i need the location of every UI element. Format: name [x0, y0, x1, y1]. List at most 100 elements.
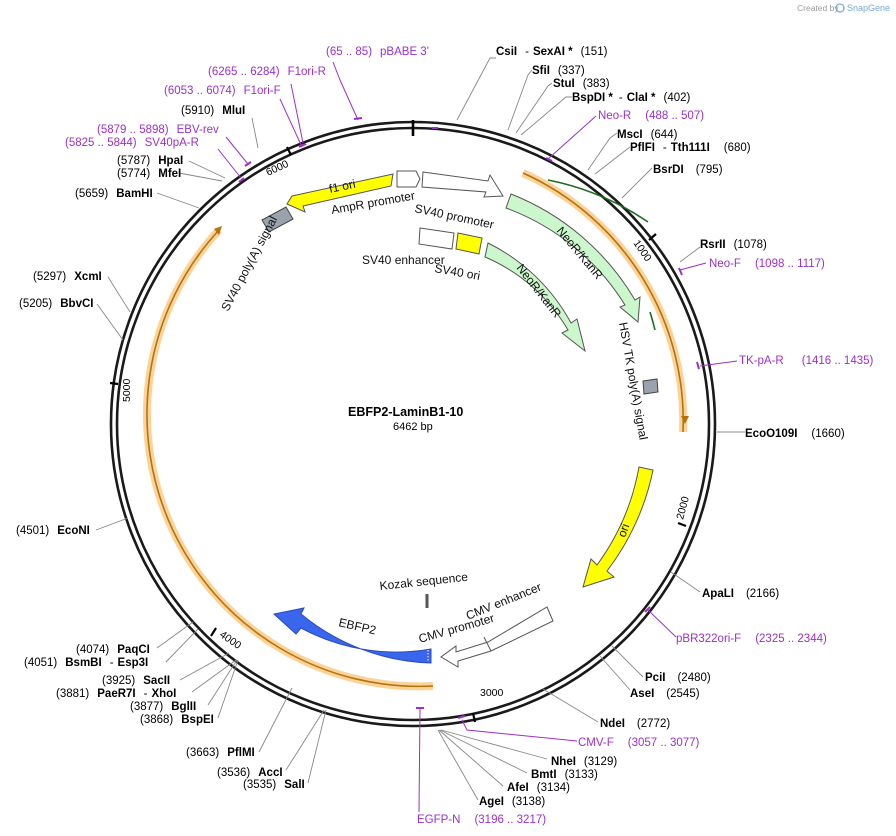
sv40-ori-label: SV40 ori: [433, 261, 481, 283]
sv40-enhancer-label: SV40 enhancer: [362, 253, 445, 267]
enzyme-paer7i: (3881)PaeR7I-XhoI: [56, 688, 176, 700]
neor-green-line-2: [649, 311, 656, 331]
tick-2000: [677, 521, 687, 528]
enzyme-bamhi: (5659)BamHI: [75, 188, 153, 200]
leader-ndei: [542, 688, 599, 723]
enzyme-afei: AfeI(3134): [507, 782, 570, 794]
enzyme-bspei: (3868)BspEI: [140, 714, 214, 726]
primer-neo-r: Neo-R(488 .. 507): [598, 110, 704, 122]
snapgene-brand: SnapGene: [847, 3, 890, 13]
sv40-promoter-label: SV40 promoter: [413, 201, 495, 231]
neor-kanr-label-inner: NeoR/KanR: [514, 261, 565, 320]
primer-line-egfp-n: [418, 707, 421, 813]
orf-arc-1-arrowhead: [681, 416, 689, 424]
sv40-promoter-arrow: [421, 171, 504, 198]
leader-stui: [515, 82, 553, 134]
leader-paqci: [156, 621, 194, 649]
leader-bmti: [439, 729, 528, 774]
enzyme-acci: (3536)AccI: [217, 767, 283, 779]
ebfp2-arrow: [272, 607, 432, 664]
tick-label-2000: 2000: [674, 495, 692, 521]
primer-line-f1ori-f: [279, 98, 303, 148]
enzyme-sacii: (3925)SacII: [102, 675, 170, 687]
primer-line-neo-r: [547, 115, 597, 160]
leader-pcii: [611, 645, 644, 678]
primer-pbr322ori-f: pBR322ori-F(2325 .. 2344): [676, 633, 827, 645]
primer-marks: [238, 117, 700, 719]
enzyme-xcmi: (5297)XcmI: [33, 271, 102, 283]
primer-mark-tk-pa-r: [696, 361, 700, 370]
tick-4000: [210, 627, 217, 637]
leader-bsmbi: [165, 628, 199, 663]
leader-bspdi: [520, 96, 572, 136]
orf-arc-1: [522, 172, 685, 433]
leader-mfei: [178, 172, 223, 182]
created-by-label: Created by: [797, 3, 839, 13]
orf-arcs: [143, 169, 689, 691]
cmv-enhancer-promoter-arrow: [440, 606, 554, 668]
leader-sali: [307, 709, 327, 784]
primer-pbabe3: (65 .. 85)pBABE 3': [326, 46, 429, 58]
tick-1000: [648, 233, 657, 241]
enzyme-bspdi: BspDI *-ClaI *(402): [572, 92, 691, 104]
enzyme-rsrii: RsrII(1078): [700, 239, 767, 251]
neor-kanr-arrow-inner: [484, 242, 586, 353]
primer-mark-f1ori: [298, 143, 307, 148]
enzyme-pflmi: (3663)PflMI: [186, 747, 255, 759]
sv40-polya-box: [261, 206, 294, 233]
primer-lines: [217, 61, 738, 813]
enzyme-apali: ApaLI(2166): [702, 588, 779, 600]
primer-mark-ebv: [244, 161, 252, 167]
leader-apali: [670, 571, 701, 593]
primer-sv40pa-r: (5825 .. 5844)SV40pA-R: [65, 137, 199, 149]
enzyme-mfei: (5774)MfeI: [117, 168, 181, 180]
enzyme-hpai: (5787)HpaI: [117, 155, 183, 167]
enzyme-sali: (3535)SalI: [243, 779, 305, 791]
tick-6000: [286, 146, 292, 156]
leader-bbvci: [96, 303, 124, 341]
tick-5000: [109, 381, 119, 386]
sv40-polya-label: SV40 poly(A) signal: [218, 214, 280, 314]
orf-arc-2: [146, 229, 434, 688]
leader-acci: [285, 709, 325, 771]
enzyme-econi: (4501)EcoNI: [16, 525, 90, 537]
leader-nhei: [440, 729, 548, 760]
leader-agei: [437, 729, 479, 801]
plasmid-name: EBFP2-LaminB1-10: [348, 405, 463, 419]
enzyme-bsmbi: (4051)BsmBI-Esp3I: [24, 657, 148, 669]
leader-bsrdi: [621, 167, 653, 199]
tick-label-6000: 6000: [264, 158, 290, 179]
leader-sfii: [507, 69, 533, 131]
enzyme-bsrdi: BsrDI(795): [653, 164, 723, 176]
primer-f1ori-f: (6053 .. 6074)F1ori-F: [164, 85, 281, 97]
cmv-promoter-label: CMV promoter: [417, 611, 496, 646]
orf-arc-2-arrowhead: [214, 226, 222, 235]
leader-bamhi: [156, 192, 200, 209]
ori-arrow: [582, 466, 654, 588]
enzyme-ndei: NdeI(2772): [600, 718, 670, 730]
primer-f1ori-r: (6265 .. 6284)F1ori-R: [208, 66, 326, 78]
leader-csii: [456, 57, 496, 121]
leader-afei: [438, 729, 504, 787]
leader-asei: [599, 655, 631, 691]
leader-econi: [95, 517, 129, 531]
primer-ebv-rev: (5879 .. 5898)EBV-rev: [97, 124, 219, 136]
tick-label-3000: 3000: [480, 687, 504, 699]
primer-line-cmv-f: [461, 719, 578, 742]
primer-mark-neo-r: [545, 157, 553, 162]
leader-pflmi: [258, 687, 293, 753]
primer-line-pbabe3: [332, 61, 359, 121]
enzyme-asei: AseI(2545): [630, 688, 700, 700]
primer-mark-pbabe3: [353, 117, 363, 120]
primer-line-f1ori-r: [290, 83, 304, 144]
plasmid-size: 6462 bp: [393, 421, 433, 433]
leader-xcmi: [107, 276, 131, 313]
neor-green-line: [547, 179, 649, 223]
enzyme-mlui: (5910)MluI: [181, 105, 245, 117]
primer-egfp-n: EGFP-N(3196 .. 3217): [417, 814, 546, 826]
cmv-divider: [483, 636, 492, 652]
leader-rsrii: [679, 246, 701, 263]
f1-ori-arrow: [286, 173, 394, 213]
leader-pflfi: [594, 146, 631, 175]
enzyme-agei: AgeI(3138): [479, 796, 545, 808]
